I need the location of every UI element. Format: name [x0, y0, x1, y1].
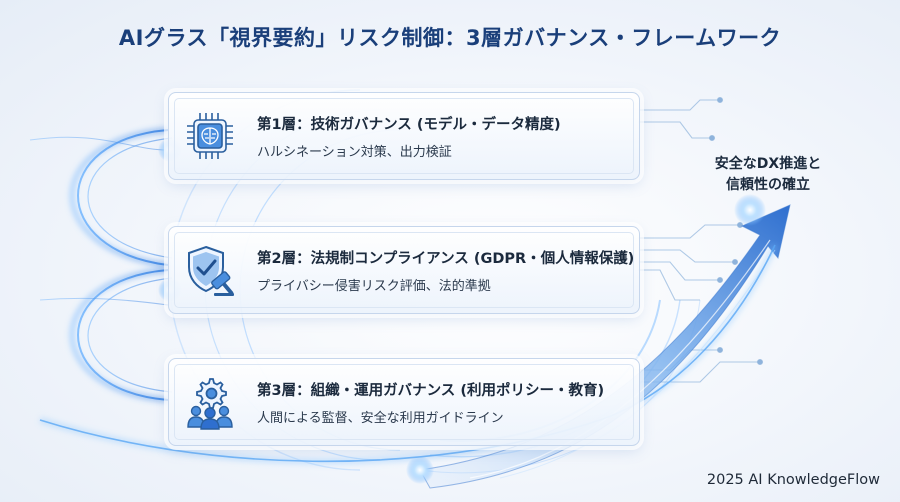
layer-1-heading: 第1層：技術ガバナンス (モデル・データ精度): [257, 117, 561, 133]
glow-point: [734, 194, 766, 226]
layer-2-card: 第2層：法規制コンプライアンス (GDPR・個人情報保護) プライバシー侵害リス…: [168, 226, 640, 314]
page-title: AIグラス「視界要約」リスク制御：3層ガバナンス・フレームワーク: [118, 26, 782, 50]
layer-1-description: ハルシネーション対策、出力検証: [257, 145, 452, 160]
layer-3-card: 第3層：組織・運用ガバナンス (利用ポリシー・教育) 人間による監督、安全な利用…: [168, 358, 640, 446]
glow-point: [406, 456, 434, 484]
layer-3-description: 人間による監督、安全な利用ガイドライン: [257, 411, 504, 426]
goal-line-2: 信頼性の確立: [726, 177, 810, 193]
ai-chip-brain-icon: [187, 113, 233, 159]
left-swirl-lines: [29, 127, 173, 403]
layer-2-description: プライバシー侵害リスク評価、法的準拠: [257, 279, 491, 294]
footer-credit: 2025 AI KnowledgeFlow: [706, 472, 880, 488]
shield-gavel-icon: [188, 245, 234, 296]
gear-people-icon: [187, 378, 233, 430]
layer-3-heading: 第3層：組織・運用ガバナンス (利用ポリシー・教育): [257, 383, 605, 399]
layer-2-heading: 第2層：法規制コンプライアンス (GDPR・個人情報保護): [257, 251, 635, 267]
goal-line-1: 安全なDX推進と: [714, 156, 822, 172]
goal-label: 安全なDX推進と 信頼性の確立: [688, 154, 848, 196]
layer-1-card: 第1層：技術ガバナンス (モデル・データ精度) ハルシネーション対策、出力検証: [168, 92, 640, 180]
